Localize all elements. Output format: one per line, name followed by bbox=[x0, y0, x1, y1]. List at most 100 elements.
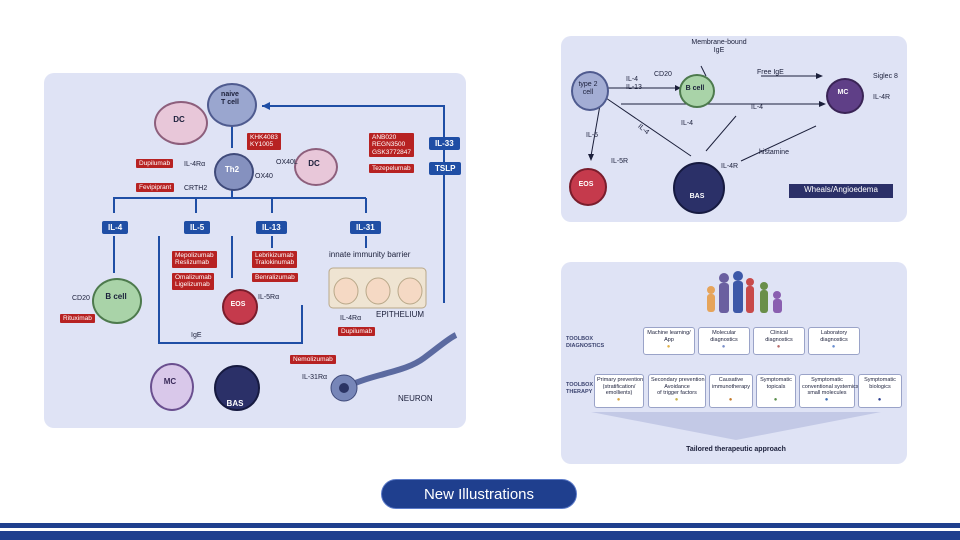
crth2-receptor: CRTH2 bbox=[184, 185, 208, 192]
type2-cell-label: type 2 cell bbox=[578, 81, 598, 96]
dc-top-label: DC bbox=[173, 115, 185, 124]
mc-label-right: MC bbox=[837, 89, 849, 96]
diagnostics-box-1: Machine learning/ App ● bbox=[643, 327, 695, 355]
dc-right-label: DC bbox=[308, 159, 320, 168]
il31ra-receptor: IL-31Rα bbox=[302, 374, 328, 381]
therapy-box-5: Symptomatic conventional systemics/ smal… bbox=[799, 374, 861, 408]
therapy-box-5-label: Symptomatic conventional systemics/ smal… bbox=[802, 377, 861, 397]
basophil-cell-left bbox=[214, 365, 260, 411]
mast-cell-left bbox=[150, 363, 194, 411]
khk-ky-drug: KHK4083 KY1005 bbox=[247, 133, 281, 150]
free-ige-label: Free IgE bbox=[757, 69, 784, 76]
left-diagram-lines bbox=[113, 102, 458, 402]
diagnostics-box-2: Molecular diagnostics ● bbox=[698, 327, 750, 355]
nemolizumab-drug: Nemolizumab bbox=[290, 355, 336, 365]
dendritic-cell-right bbox=[294, 148, 338, 186]
anti-il33-drugs: ANB020 REGN3500 GSK3772847 bbox=[369, 133, 415, 158]
cd20-label-right: CD20 bbox=[654, 71, 672, 78]
mast-cell-right bbox=[826, 78, 864, 114]
th2-cell bbox=[214, 153, 254, 191]
il4ra-receptor-top: IL-4Rα bbox=[184, 161, 206, 168]
diagnostics-dot: ● bbox=[721, 343, 727, 350]
innate-immunity-barrier-label: innate immunity barrier bbox=[329, 250, 411, 259]
therapy-box-4: Symptomatic topicals ● bbox=[756, 374, 796, 408]
tailored-approach-label: Tailored therapeutic approach bbox=[686, 446, 786, 453]
toolbox-graphics bbox=[591, 271, 881, 440]
therapy-box-2-label: Secondary prevention Avoidance of trigge… bbox=[651, 377, 705, 397]
il13-cytokine: IL-13 bbox=[256, 221, 287, 234]
top-right-lines bbox=[588, 65, 826, 162]
il4ra-receptor-epithelium: IL-4Rα bbox=[340, 315, 362, 322]
il5r-label: IL-5R bbox=[611, 158, 629, 165]
therapy-box-4-label: Symptomatic topicals bbox=[760, 377, 792, 390]
bas-right-label: BAS bbox=[689, 193, 705, 200]
therapy-dot: ● bbox=[773, 396, 779, 403]
dupilumab-drug-epithelium: Dupilumab bbox=[338, 327, 376, 337]
b-cell-left bbox=[92, 278, 142, 324]
il5-label: IL-5 bbox=[586, 132, 599, 139]
rituximab-drug: Rituximab bbox=[60, 314, 95, 324]
footer-bar-thick bbox=[0, 531, 960, 540]
cd20-receptor-left: CD20 bbox=[72, 295, 90, 302]
new-illustrations-button[interactable]: New Illustrations bbox=[381, 479, 577, 509]
therapy-dot: ● bbox=[728, 396, 734, 403]
neuron-label: NEURON bbox=[398, 394, 433, 403]
new-illustrations-label: New Illustrations bbox=[423, 485, 535, 503]
diagnostics-box-laboratory-label: Laboratory diagnostics bbox=[820, 330, 848, 343]
diagnostics-dot: ● bbox=[666, 343, 672, 350]
diagnostics-box-3-label: Clinical diagnostics bbox=[765, 330, 793, 343]
toolbox-diagnostics-label: TOOLBOX DIAGNOSTICS bbox=[566, 336, 605, 349]
il5-cytokine: IL-5 bbox=[184, 221, 211, 234]
type2-cell bbox=[571, 71, 609, 111]
omalizumab-ligelizumab-drugs: Omalizumab Ligelizumab bbox=[172, 273, 215, 290]
il4-label-b: IL-4 bbox=[681, 120, 694, 127]
therapy-box-3: Causative immunotherapy ● bbox=[709, 374, 753, 408]
mepolizumab-reslizumab-drugs: Mepolizumab Reslizumab bbox=[172, 251, 217, 268]
wheals-banner bbox=[789, 184, 893, 198]
benralizumab-drug: Benralizumab bbox=[252, 273, 298, 283]
membrane-bound-ige-label: Membrane-bound IgE bbox=[691, 39, 747, 54]
tslp-cytokine: TSLP bbox=[429, 162, 462, 175]
mc-label-left: MC bbox=[163, 377, 177, 386]
therapy-box-6-label: Symptomatic biologics bbox=[864, 377, 896, 390]
b-cell-left-label: B cell bbox=[105, 292, 127, 301]
th2-label: Th2 bbox=[224, 165, 240, 174]
epithelium-label: EPITHELIUM bbox=[376, 310, 425, 319]
basophil-right bbox=[673, 162, 725, 214]
il31-cytokine: IL-31 bbox=[350, 221, 381, 234]
toolbox-therapy-label: TOOLBOX THERAPY bbox=[566, 382, 594, 395]
eos-label: EOS bbox=[230, 301, 246, 308]
il4-cytokine: IL-4 bbox=[102, 221, 129, 234]
il4r-mc-label: IL-4R bbox=[873, 94, 891, 101]
il4r-bas-label: IL-4R bbox=[721, 163, 739, 170]
il5ra-receptor: IL-5Rα bbox=[258, 294, 280, 301]
footer-bar-thin bbox=[0, 523, 960, 528]
toolbox-diagram: TOOLBOX DIAGNOSTICS TOOLBOX THERAPY Mach… bbox=[561, 262, 907, 464]
tezepelumab-drug: Tezepelumab bbox=[369, 164, 414, 174]
il4-il13-label: IL-4 IL-13 bbox=[626, 76, 642, 91]
il4-label-a: IL-4 bbox=[751, 104, 764, 111]
il33-cytokine: IL-33 bbox=[429, 137, 460, 150]
dendritic-cell-top bbox=[154, 101, 208, 145]
dupilumab-drug-top: Dupilumab bbox=[136, 159, 174, 169]
histamine-label: histamine bbox=[759, 149, 789, 156]
therapy-box-1: Primary prevention (stratification/ emol… bbox=[594, 374, 644, 408]
diagnostics-dot: ● bbox=[831, 343, 837, 350]
left-immunology-diagram: naive T cell DC Th2 DC Dupilumab IL-4Rα … bbox=[44, 73, 466, 428]
wheals-label: Wheals/Angioedema bbox=[804, 185, 878, 194]
therapy-dot: ● bbox=[824, 396, 830, 403]
therapy-dot: ● bbox=[877, 396, 883, 403]
therapy-dot: ● bbox=[616, 396, 622, 403]
diagnostics-box-laboratory: Laboratory diagnostics ● bbox=[808, 327, 860, 355]
eos-right-label: EOS bbox=[578, 181, 594, 188]
naive-t-cell-label: naive T cell bbox=[221, 91, 239, 106]
diagnostics-dot: ● bbox=[776, 343, 782, 350]
diagnostics-box-1-label: Machine learning/ App bbox=[647, 330, 691, 343]
therapy-dot: ● bbox=[674, 396, 680, 403]
b-cell-right bbox=[679, 74, 715, 108]
diagnostics-box-3: Clinical diagnostics ● bbox=[753, 327, 805, 355]
fevipiprant-drug: Fevipiprant bbox=[136, 183, 175, 193]
diagnostics-box-2-label: Molecular diagnostics bbox=[710, 330, 738, 343]
therapy-box-6: Symptomatic biologics ● bbox=[858, 374, 902, 408]
eosinophil-right bbox=[569, 168, 607, 206]
